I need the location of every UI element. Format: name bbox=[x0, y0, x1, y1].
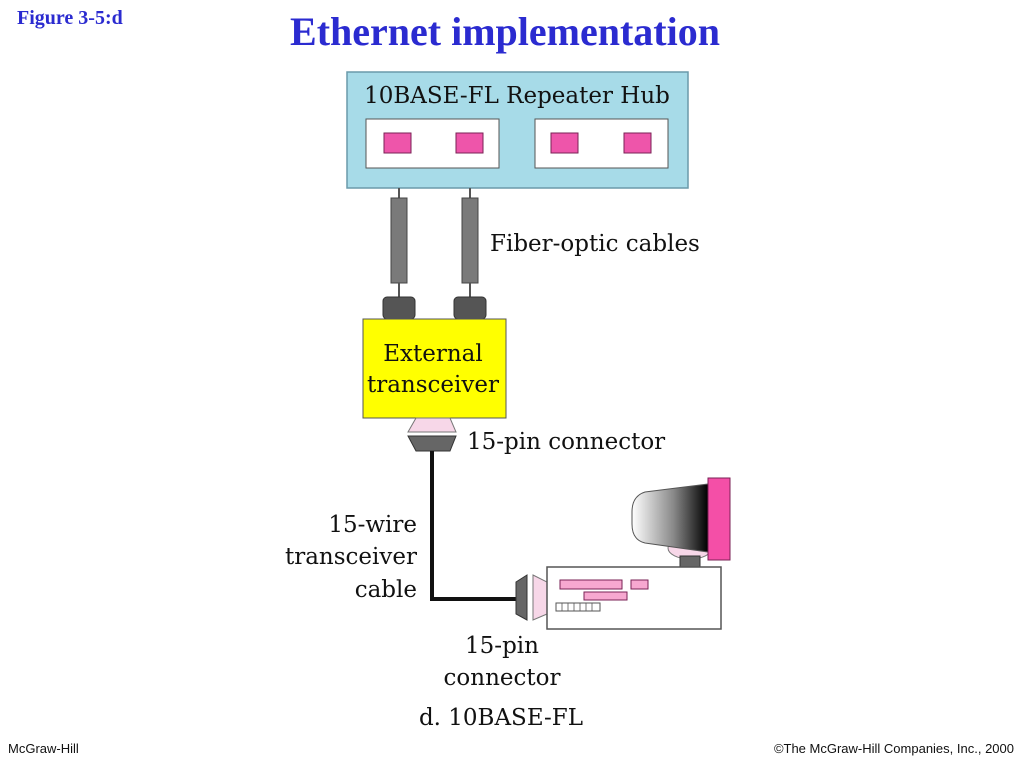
hub-port bbox=[383, 132, 412, 154]
transceiver-label-line1: External bbox=[383, 341, 483, 367]
repeater-hub: 10BASE-FL Repeater Hub bbox=[346, 71, 689, 189]
hub-port bbox=[550, 132, 579, 154]
page-title: Ethernet implementation bbox=[290, 9, 720, 54]
figure-label: Figure 3-5:d bbox=[17, 7, 123, 29]
cable-label-line1: 15-wire bbox=[328, 512, 417, 538]
cable-label-line2: transceiver bbox=[285, 544, 417, 570]
transceiver-cable bbox=[430, 451, 516, 601]
computer bbox=[546, 477, 731, 630]
connector-bottom bbox=[515, 574, 548, 621]
hub-port bbox=[623, 132, 652, 154]
hub-label: 10BASE-FL Repeater Hub bbox=[364, 83, 670, 109]
system-unit bbox=[546, 566, 722, 630]
connector-bottom-label-line1: 15-pin bbox=[465, 633, 539, 659]
connector-top-label: 15-pin connector bbox=[467, 429, 665, 455]
footer-copyright: ©The McGraw-Hill Companies, Inc., 2000 bbox=[773, 741, 1014, 756]
connector-bottom-label-line2: connector bbox=[444, 665, 561, 691]
fiber-optic-label: Fiber-optic cables bbox=[490, 231, 700, 257]
transceiver-label-line2: transceiver bbox=[367, 372, 499, 398]
monitor-bezel bbox=[707, 477, 731, 561]
connector-top bbox=[407, 417, 457, 452]
monitor bbox=[631, 483, 709, 553]
external-transceiver: External transceiver bbox=[362, 318, 507, 419]
fiber-optic-cables bbox=[382, 188, 487, 320]
cable-label-line3: cable bbox=[355, 577, 417, 603]
hub-port bbox=[455, 132, 484, 154]
footer-publisher: McGraw-Hill bbox=[8, 741, 79, 756]
diagram-caption: d. 10BASE-FL bbox=[419, 705, 583, 731]
